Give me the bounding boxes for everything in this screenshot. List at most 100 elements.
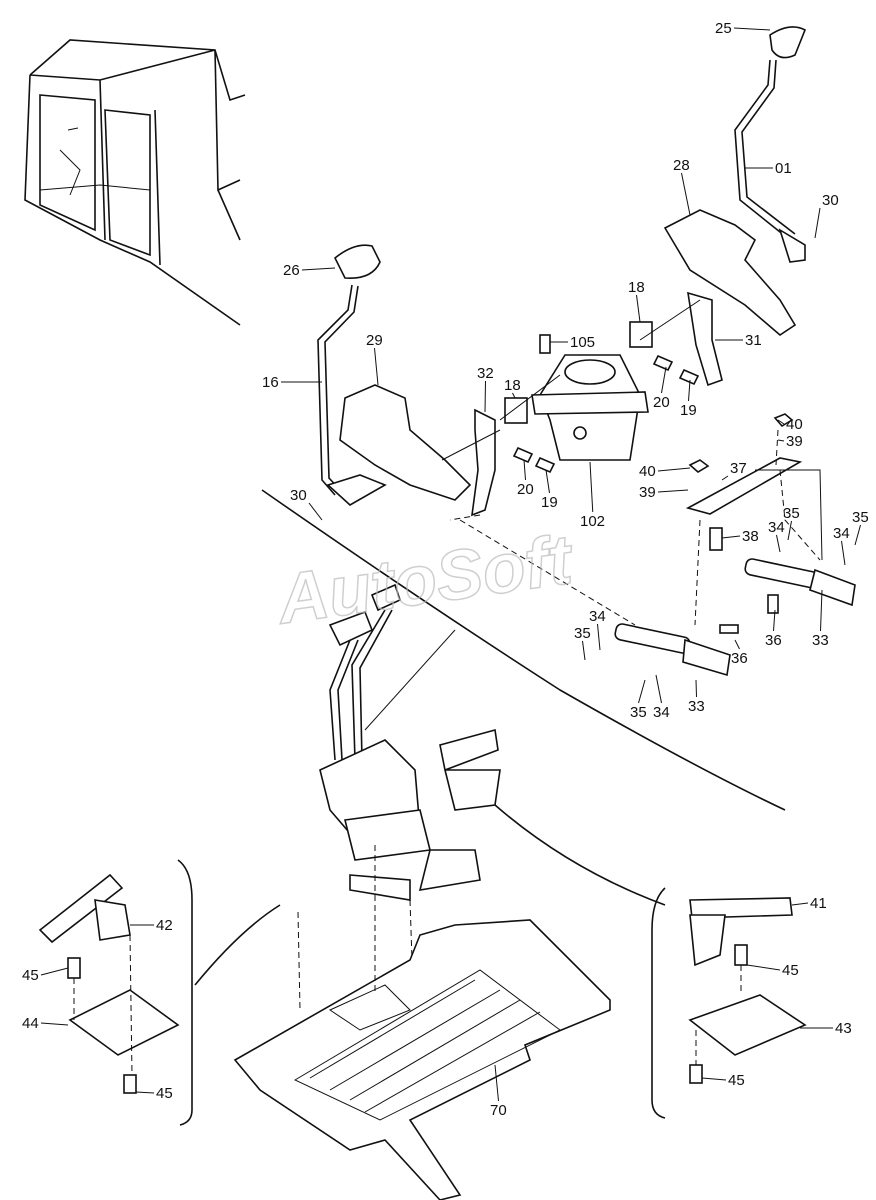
pedal-assembly-41 — [688, 897, 807, 1084]
callout-label: 38 — [742, 528, 759, 545]
leader-curve-left — [194, 904, 281, 986]
bolt-38 — [709, 527, 723, 551]
callout-label: 30 — [822, 192, 839, 209]
callout-label: 19 — [680, 402, 697, 419]
callout-leader — [734, 639, 740, 650]
callout-label: 20 — [517, 481, 534, 498]
callout-label: 01 — [775, 160, 792, 177]
pedal-assembly-42 — [38, 873, 180, 1094]
callout-leader — [777, 419, 785, 425]
left-bracket-line — [177, 859, 193, 1126]
callout-label: 41 — [810, 895, 827, 912]
callout-label: 20 — [653, 394, 670, 411]
cab-inset-drawing — [24, 39, 246, 326]
bracket-31 — [687, 291, 723, 387]
callout-label: 31 — [745, 332, 762, 349]
callout-leader — [582, 640, 586, 661]
callout-label: 28 — [673, 157, 690, 174]
callout-label: 40 — [639, 463, 656, 480]
divider-curve — [261, 489, 786, 811]
callout-leader — [777, 439, 785, 442]
callout-leader — [655, 674, 662, 704]
callout-leader — [589, 461, 594, 513]
nut-40 — [688, 459, 710, 473]
callout-leader — [545, 469, 550, 494]
callout-leader — [688, 379, 691, 402]
callout-label: 33 — [812, 632, 829, 649]
pins-20-19 — [512, 354, 700, 474]
callout-leader — [820, 589, 823, 632]
callout-label: 35 — [783, 505, 800, 522]
floor-plate-70 — [233, 919, 611, 1200]
callout-leader — [791, 902, 809, 906]
callout-label: 32 — [477, 365, 494, 382]
callout-label: 29 — [366, 332, 383, 349]
callout-label: 19 — [541, 494, 558, 511]
leader-curve-right — [494, 804, 666, 906]
pilot-valve-102 — [531, 354, 649, 461]
callout-label: 102 — [580, 513, 605, 530]
callout-leader — [308, 502, 323, 521]
block-18-right — [629, 321, 653, 348]
callout-label: 44 — [22, 1015, 39, 1032]
callout-label: 42 — [156, 917, 173, 934]
callout-leader — [40, 967, 69, 976]
callout-leader — [661, 366, 667, 394]
callout-leader — [773, 609, 776, 632]
pedal-29 — [339, 384, 472, 501]
callout-label: 45 — [728, 1072, 745, 1089]
callout-leader — [301, 267, 336, 271]
callout-leader — [721, 475, 729, 481]
callout-leader — [681, 172, 691, 216]
right-bracket-line — [651, 887, 666, 1119]
callout-leader — [776, 534, 781, 553]
callout-label: 35 — [630, 704, 647, 721]
callout-leader — [787, 520, 792, 541]
spring-assembly-33-right — [744, 558, 856, 614]
callout-leader — [854, 524, 861, 546]
callout-label: 45 — [22, 967, 39, 984]
callout-label: 36 — [731, 650, 748, 667]
callout-leader — [135, 1091, 155, 1094]
spring-assembly-33-left — [614, 623, 739, 677]
callout-label: 45 — [782, 962, 799, 979]
callout-leader — [523, 459, 526, 481]
callout-leader — [841, 540, 846, 566]
nut-40 — [773, 413, 794, 428]
callout-leader — [484, 380, 486, 413]
callout-label: 40 — [786, 416, 803, 433]
callout-label: 18 — [504, 377, 521, 394]
callout-label: 70 — [490, 1102, 507, 1119]
callout-label: 34 — [589, 608, 606, 625]
callout-label: 39 — [639, 484, 656, 501]
plate-37 — [685, 457, 803, 515]
bracket-32 — [471, 408, 496, 517]
callout-leader — [494, 1064, 499, 1102]
callout-label: 16 — [262, 374, 279, 391]
callout-label: 33 — [688, 698, 705, 715]
assembled-control-view — [319, 583, 501, 901]
callout-label: 36 — [765, 632, 782, 649]
callout-leader — [512, 392, 516, 399]
lever-01 — [734, 26, 807, 263]
callout-label: 34 — [768, 519, 785, 536]
callout-leader — [746, 964, 781, 971]
callout-label: 34 — [833, 525, 850, 542]
callout-leader — [636, 294, 641, 323]
callout-label: 105 — [570, 334, 595, 351]
callout-leader — [733, 27, 771, 31]
callout-leader — [701, 1077, 727, 1081]
callout-label: 25 — [715, 20, 732, 37]
callout-label: 45 — [156, 1085, 173, 1102]
callout-label: 43 — [835, 1020, 852, 1037]
callout-leader — [657, 467, 691, 472]
lever-16 — [317, 244, 387, 506]
callout-leader — [721, 535, 741, 539]
callout-leader — [597, 623, 601, 651]
callout-leader — [374, 347, 379, 386]
watermark: AutoSoft — [271, 520, 579, 639]
callout-label: 35 — [852, 509, 869, 526]
